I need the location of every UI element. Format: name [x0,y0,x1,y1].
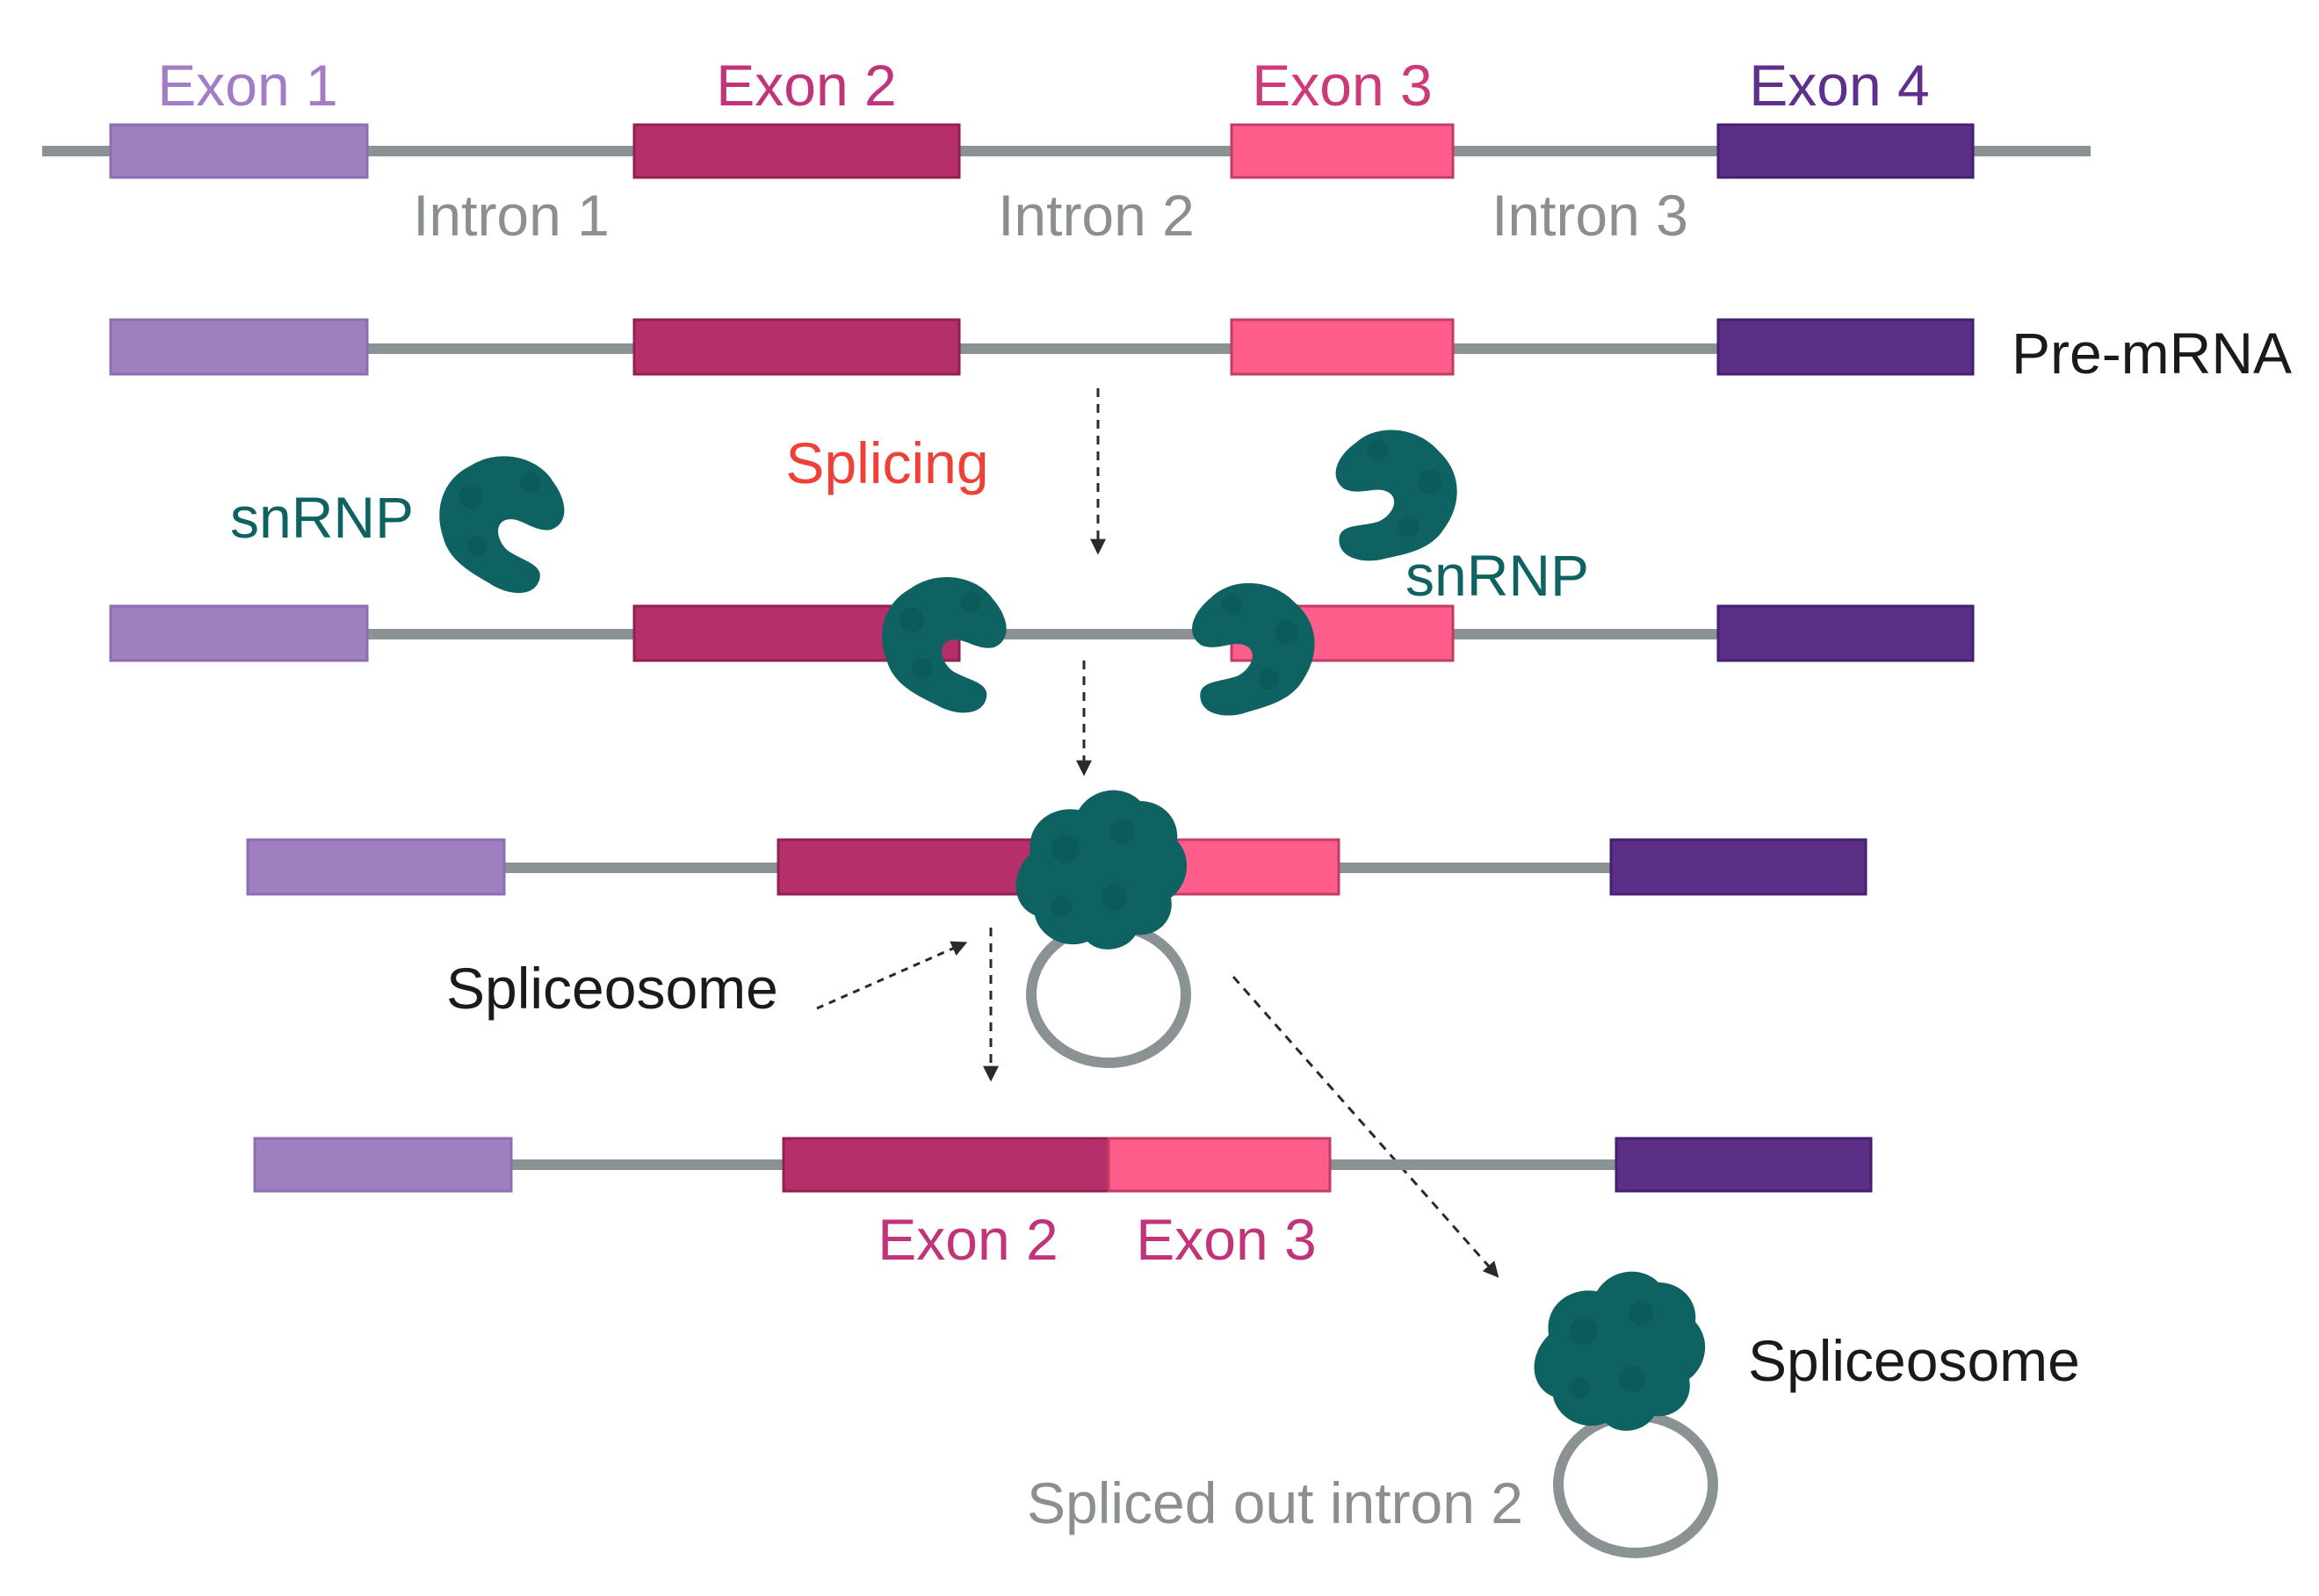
exon-4-label: Exon 4 [1749,53,1929,118]
exon-1-label: Exon 1 [157,53,337,118]
splicing-label: Splicing [785,430,988,495]
snrnp-left-label: snRNP [230,485,414,550]
pre-mrna-exon-3 [1230,318,1455,376]
pre-mrna-exon-1 [109,318,369,376]
snrnp-right-label: snRNP [1405,543,1589,608]
row4-exon-4 [1609,838,1867,896]
exon-2-label: Exon 2 [716,53,896,118]
snrnp-left-molecule [430,447,571,598]
gene-row: Exon 1 Exon 2 Exon 3 Exon 4 Intron 1 Int… [42,53,2091,248]
exon-3-label: Exon 3 [1252,53,1432,118]
row4-exon-1 [246,838,506,896]
pre-mrna-exon-4 [1716,318,1975,376]
spliceosome-row [246,790,1867,1068]
spliceosome-complex [1015,790,1188,950]
spliceosome-pointer [816,941,968,1010]
row5-exon-2 [782,1137,1110,1193]
spliceosome-mid-label: Spliceosome [446,956,778,1021]
release-arrow [1232,976,1499,1278]
pre-mrna-row: Pre-mRNA [109,318,2292,386]
intron-3-label: Intron 3 [1492,183,1688,248]
snrnp-bound-5prime [877,572,1010,716]
exon-3-block [1230,123,1455,179]
snrnp-bound-row [109,572,1975,725]
intron-1-label: Intron 1 [413,183,610,248]
spliced-exon-3-label: Exon 3 [1136,1207,1316,1272]
snrnp-bound-3prime [1183,577,1321,725]
spliced-exon-2-label: Exon 2 [878,1207,1058,1272]
exon-2-block [632,123,961,179]
spliced-mrna-row: Exon 2 Exon 3 [253,1137,1873,1272]
spliceosome-bottom-label: Spliceosome [1748,1328,2080,1393]
row5-exon-3 [1107,1137,1332,1193]
exon-1-block [109,123,369,179]
released-intron-loop [1553,1411,1718,1558]
released-spliceosome [1534,1271,1706,1431]
row3-exon-4 [1716,604,1975,662]
pre-mrna-exon-2 [632,318,961,376]
spliced-out-intron-label: Spliced out intron 2 [1027,1470,1523,1535]
row5-exon-1 [253,1137,513,1193]
row5-exon-4 [1615,1137,1873,1193]
pre-mrna-label: Pre-mRNA [2012,321,2292,386]
released-lariat: Spliceosome Spliced out intron 2 [1027,1271,2080,1558]
row3-exon-1 [109,604,369,662]
exon-4-block [1716,123,1975,179]
intron-2-label: Intron 2 [998,183,1195,248]
